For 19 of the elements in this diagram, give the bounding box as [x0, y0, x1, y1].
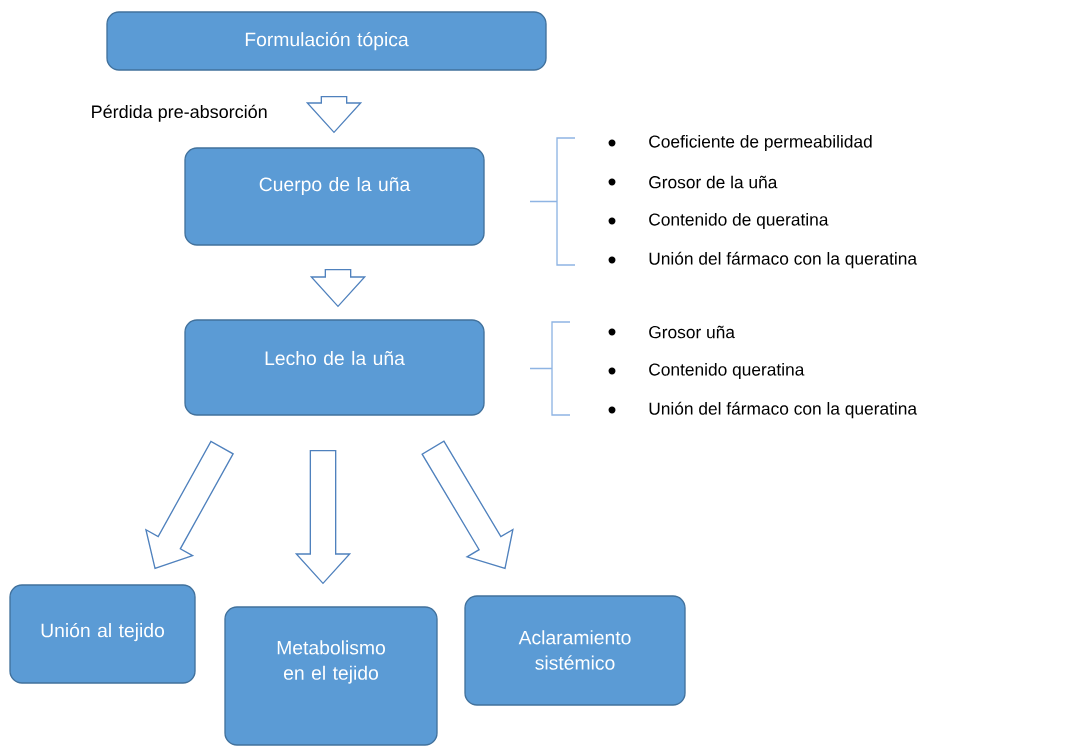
process-box: Cuerpo de la uña [184, 147, 485, 246]
bullet-item: Grosor de la uña [608, 175, 778, 189]
bullet-item: Unión del fármaco con la queratina [608, 401, 918, 419]
process-box: Metabolismo en el tejido [224, 606, 438, 746]
edge-label: Pérdida pre-absorción [92, 104, 267, 122]
block-arrow [421, 440, 514, 570]
bullet-item: Coeficiente de permeabilidad [608, 134, 872, 152]
bullet-item: Contenido de queratina [608, 212, 829, 230]
process-box: Formulación tópica [106, 11, 547, 71]
block-arrow [309, 269, 367, 308]
bullet-item: Contenido queratina [608, 362, 805, 380]
process-box: Aclaramiento sistémico [464, 595, 686, 706]
bullet-item: Grosor uña [608, 325, 735, 339]
block-arrow [294, 450, 352, 585]
process-box: Unión al tejido [9, 584, 196, 684]
block-arrow [305, 96, 363, 134]
bullet-item: Unión del fármaco con la queratina [608, 251, 918, 269]
block-arrow [144, 440, 234, 570]
process-box: Lecho de la uña [184, 319, 485, 416]
